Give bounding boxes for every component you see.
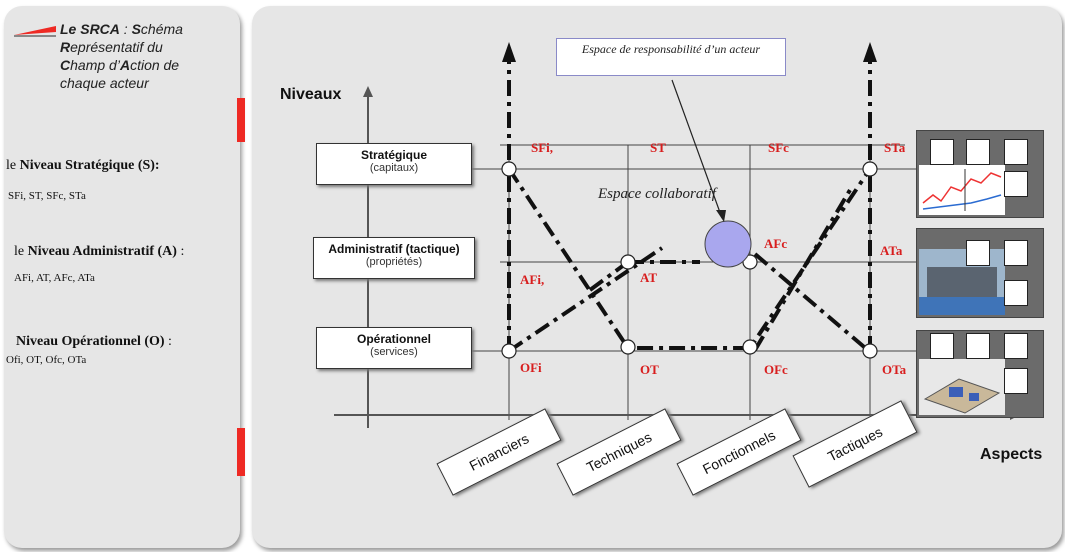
junction-sta (862, 161, 878, 177)
title-rest-2: chéma (140, 21, 183, 37)
level-sub-oper: (services) (370, 346, 418, 358)
level-title-admin: Administratif (tactique) (328, 242, 460, 256)
callout-pointer (671, 79, 723, 219)
junction-ofi (501, 343, 517, 359)
collab-space-outline (507, 167, 872, 350)
title-rest-6: chaque acteur (60, 75, 149, 91)
junction-ofc (742, 339, 758, 355)
admin-bold: Niveau Administratif (A) (27, 244, 177, 259)
callout-pointer-head (716, 210, 726, 222)
level-sub-strategic: (capitaux) (369, 162, 419, 174)
level-title-strategic: Stratégique (360, 148, 427, 162)
title-rest-4: hamp d’ (70, 57, 120, 73)
title-rest-1: : (119, 21, 132, 37)
strategic-items: SFi, ST, SFc, STa (8, 190, 86, 202)
thumb-sq-6 (1004, 240, 1028, 266)
pointer-icon (14, 26, 56, 37)
cell-ota: OTa (882, 362, 907, 377)
thumb-sq-2 (966, 139, 990, 165)
oper-suffix: : (164, 334, 172, 349)
admin-items: AFi, AT, AFc, ATa (14, 272, 95, 284)
responsibility-callout: Espace de responsabilité d’un acteur (556, 38, 786, 76)
cell-ofc: OFc (764, 362, 788, 377)
thumb-sq-1 (930, 139, 954, 165)
thumb-sq-10 (1004, 333, 1028, 359)
y-axis-label: Niveaux (280, 86, 342, 103)
afi-at-segment (588, 260, 630, 292)
y-axis-arrow (363, 86, 373, 97)
junction-ot (620, 339, 636, 355)
thumb-sq-11 (1004, 368, 1028, 394)
left-arrow-head (502, 42, 516, 62)
cell-sfi: SFi, (531, 140, 554, 155)
cell-st: ST (650, 140, 666, 155)
cell-at: AT (640, 270, 658, 285)
cross-left (507, 246, 664, 353)
thumb-sq-8 (930, 333, 954, 359)
srca-title: Le SRCA : Schéma Représentatif du Champ … (60, 20, 230, 92)
thumb-sq-7 (1004, 280, 1028, 306)
admin-suffix: : (176, 244, 185, 259)
accent-bar-top (237, 98, 245, 142)
level-box-admin: Administratif (tactique) (propriétés) (313, 237, 475, 279)
level-sub-admin: (propriétés) (365, 256, 423, 268)
junction-circles (501, 161, 878, 359)
title-bold-1: Le SRCA (60, 21, 120, 37)
chart-image (919, 165, 1005, 215)
accent-bar-bottom (237, 428, 245, 476)
junction-at (620, 254, 636, 270)
admin-prefix: le (14, 244, 28, 259)
cell-ofi: OFi (520, 360, 542, 375)
title-rest-3: eprésentatif du (70, 39, 163, 55)
junction-ota (862, 343, 878, 359)
cell-sta: STa (884, 140, 906, 155)
junction-sfi (501, 161, 517, 177)
floorplan-image (919, 359, 1005, 415)
level-title-oper: Opérationnel (356, 332, 431, 346)
left-panel (4, 6, 240, 548)
strategic-level-heading: le Niveau Stratégique (S): (6, 158, 160, 174)
thumb-sq-4 (1004, 171, 1028, 197)
collab-space-label: Espace collaboratif (598, 186, 716, 202)
responsibility-boundary (507, 60, 872, 354)
title-bold-2: S (131, 21, 141, 37)
cross-right (753, 252, 872, 354)
oper-items: Ofi, OT, Ofc, OTa (6, 354, 87, 366)
building-image (919, 249, 1005, 315)
cell-ata: ATa (880, 243, 903, 258)
title-rest-5: ction de (130, 57, 180, 73)
right-arrow-head (863, 42, 877, 62)
cell-afi: AFi, (520, 272, 545, 287)
admin-level-heading: le Niveau Administratif (A) : (14, 244, 184, 260)
strategic-prefix: le (6, 158, 20, 173)
thumb-sq-9 (966, 333, 990, 359)
thumb-sq-5 (966, 240, 990, 266)
cell-afc: AFc (764, 236, 788, 251)
title-bold-3: R (60, 39, 71, 55)
title-bold-5: A (119, 57, 131, 73)
cell-sfc: SFc (768, 140, 789, 155)
cell-ot: OT (640, 362, 659, 377)
x-axis-label: Aspects (980, 446, 1043, 463)
oper-level-heading: Niveau Opérationnel (O) : (16, 334, 172, 350)
level-box-oper: Opérationnel (services) (316, 327, 472, 369)
thumb-sq-3 (1004, 139, 1028, 165)
oper-bold: Niveau Opérationnel (O) (16, 334, 165, 349)
actor-circle (704, 220, 752, 268)
strategic-bold: Niveau Stratégique (S): (19, 158, 160, 173)
title-bold-4: C (60, 57, 71, 73)
level-box-strategic: Stratégique (capitaux) (316, 143, 472, 185)
